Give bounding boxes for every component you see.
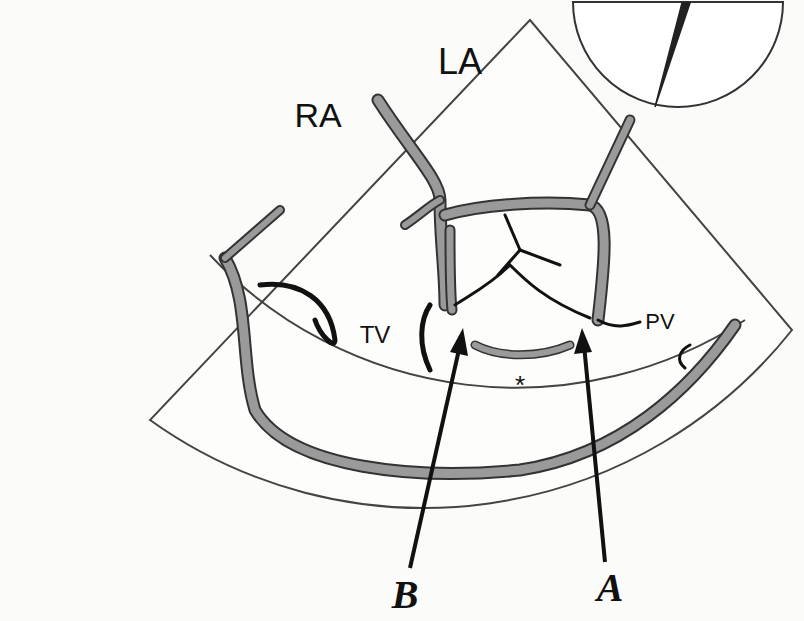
heart-walls xyxy=(225,100,735,473)
pointer-letter: A xyxy=(597,568,624,608)
valve-label: TV xyxy=(360,323,391,347)
chamber-label: RA xyxy=(294,98,341,132)
chamber-label: LA xyxy=(438,44,482,80)
vsd-flap xyxy=(475,345,570,355)
inset-semicircle xyxy=(573,2,783,107)
inset-wedge xyxy=(655,3,690,107)
valve-leaflets xyxy=(260,215,690,370)
marker-symbol: * xyxy=(515,372,525,398)
pointer-arrows xyxy=(410,328,605,568)
valve-label: PV xyxy=(645,311,674,333)
inner-arc xyxy=(210,255,745,388)
pointer-letter: B xyxy=(392,575,419,615)
vsd-flap-fill xyxy=(475,345,570,355)
